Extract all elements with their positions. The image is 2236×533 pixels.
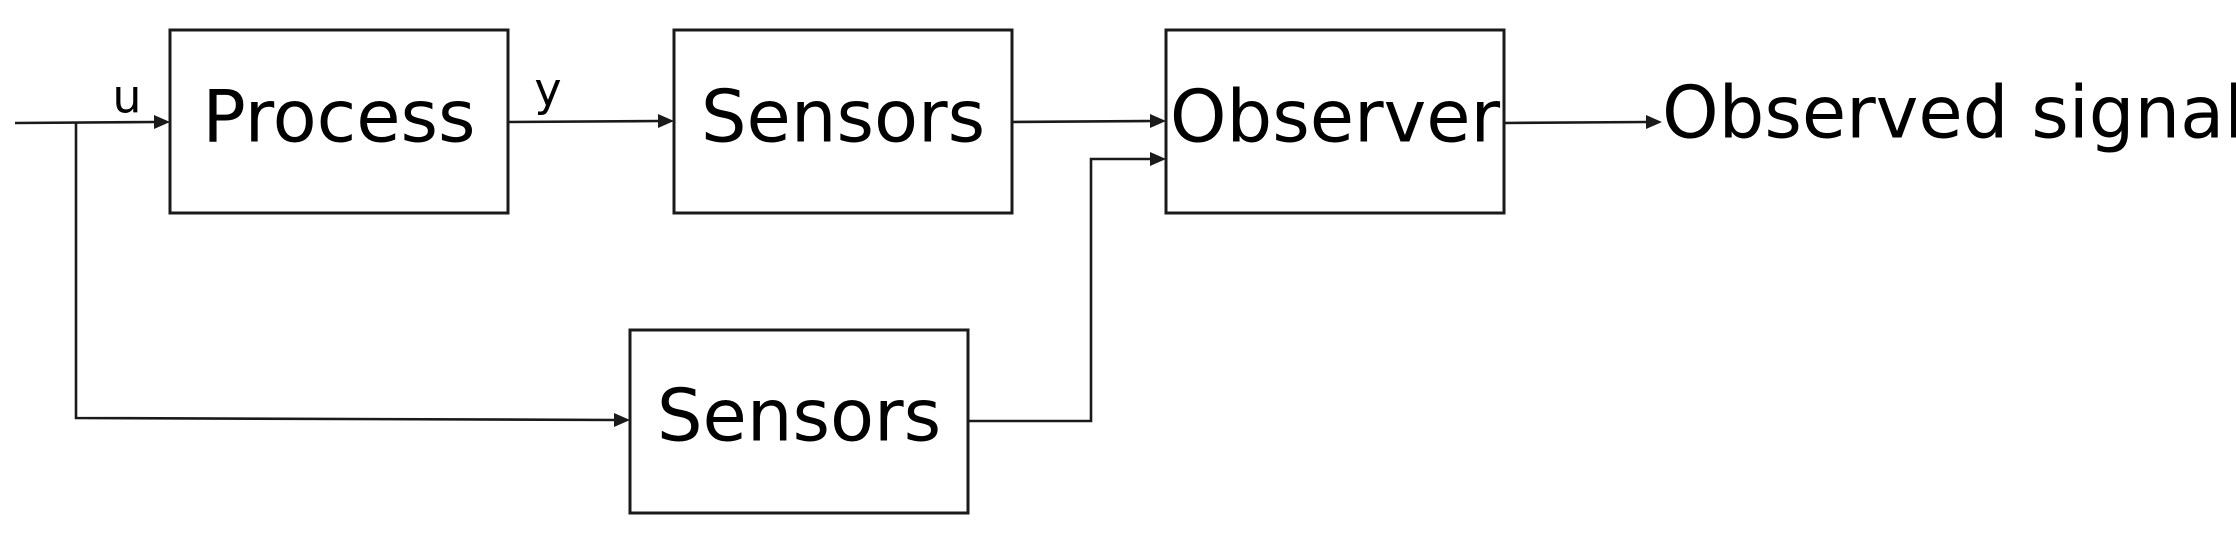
line-observer-to-output — [1503, 120, 1649, 125]
observer-block — [1164, 28, 1506, 215]
arrowhead-into-top-sensors — [658, 114, 674, 128]
process-label: Process — [202, 75, 475, 159]
signal-label-y: y — [534, 63, 561, 117]
input-line-u — [14, 120, 157, 125]
observed-signal-label: Observed signal — [1662, 71, 2236, 155]
process-block — [168, 28, 510, 215]
signal-label-u: u — [112, 70, 141, 124]
arrowhead-into-observer-top — [1150, 114, 1166, 128]
line-top-sensors-to-observer — [1011, 119, 1153, 124]
line-bottom-sensors-to-observer — [968, 157, 1152, 423]
output-line-y — [507, 119, 661, 124]
arrowhead-into-process — [154, 115, 170, 129]
sensors-top-block — [672, 28, 1014, 215]
arrowhead-to-output — [1646, 115, 1662, 129]
arrowhead-into-bottom-sensors — [614, 413, 630, 427]
sensors-bottom-label: Sensors — [657, 374, 941, 458]
sensors-bottom-block — [628, 328, 970, 515]
observer-label: Observer — [1170, 75, 1501, 159]
sensors-top-label: Sensors — [701, 75, 985, 159]
arrowhead-into-observer-bottom — [1150, 152, 1166, 166]
branch-line-to-bottom-sensors — [74, 123, 617, 422]
